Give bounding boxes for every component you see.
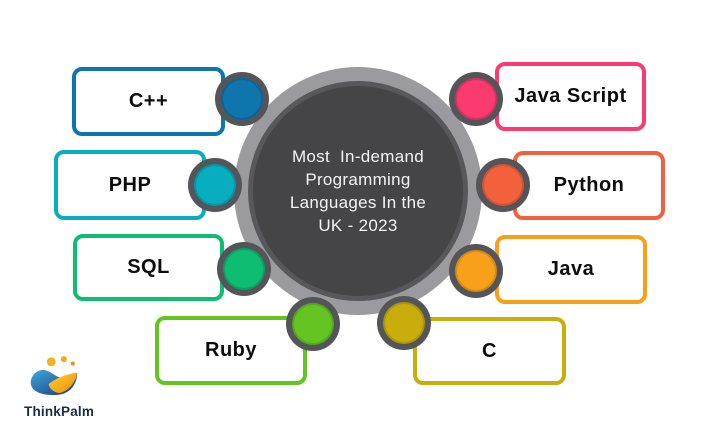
thinkpalm-logo: ThinkPalm [22,352,98,419]
language-label-ruby: Ruby [205,339,257,361]
connector-dot-fill [292,303,334,345]
language-box-c: C [413,317,566,385]
connector-dot-fill [194,164,236,206]
thinkpalm-logo-text: ThinkPalm [24,404,95,419]
language-label-php: PHP [108,173,152,196]
connector-dot-java [449,244,503,298]
connector-dot-fill [223,248,265,290]
connector-dot-fill [455,250,497,292]
logo-crescent-shape [48,372,78,394]
language-label-cpp: C++ [128,90,169,112]
language-box-ruby: Ruby [155,316,307,385]
connector-dot-php [188,158,242,212]
title-line: Most In-demand [291,147,425,166]
language-box-cpp: C++ [72,67,225,136]
title-line: Programming [305,170,411,189]
language-label-java: Java [547,258,595,280]
language-label-javascript: Java Script [514,85,627,107]
connector-dot-fill [383,302,425,344]
connector-dot-fill [482,164,524,206]
connector-dot-fill [455,78,497,120]
logo-dot-medium [60,356,67,363]
language-box-java: Java [495,235,647,304]
connector-dot-sql [217,242,271,296]
language-box-php: PHP [54,150,206,220]
connector-dot-c [377,296,431,350]
connector-dot-python [476,158,530,212]
connector-dot-ruby [286,297,340,351]
language-label-c: C [482,339,497,362]
connector-dot-fill [221,78,263,120]
title-line: UK - 2023 [318,216,398,235]
language-box-sql: SQL [73,234,224,301]
language-label-sql: SQL [127,256,170,278]
connector-dot-cpp [215,72,269,126]
language-label-python: Python [553,174,625,196]
language-box-python: Python [513,151,665,220]
center-circle: Most In-demand Programming Languages In … [248,81,468,301]
thinkpalm-logo-icon [30,356,78,395]
title-line: Languages In the [289,193,427,212]
infographic-title: Most In-demand Programming Languages In … [290,145,426,237]
connector-dot-javascript [449,72,503,126]
logo-dot-large [46,357,56,367]
language-box-javascript: Java Script [495,62,646,131]
logo-dot-small [70,361,75,366]
